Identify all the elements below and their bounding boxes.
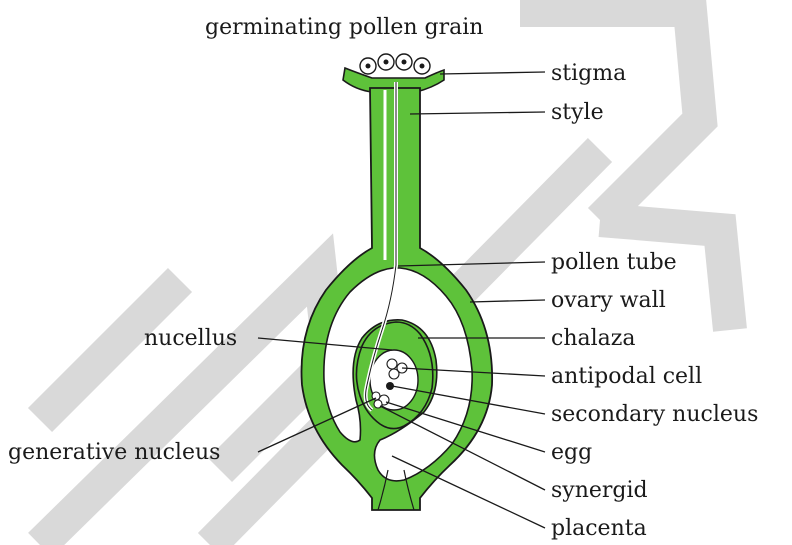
leader-stigma — [440, 72, 545, 74]
label-synergid: synergid — [551, 478, 648, 503]
leader-ovary-wall — [470, 300, 545, 302]
pollen-grain-nucleus — [402, 60, 407, 65]
label-pollen-tube: pollen tube — [551, 250, 677, 275]
pollen-grain-nucleus — [420, 64, 425, 69]
label-generative-nucleus: generative nucleus — [8, 440, 220, 465]
leader-style — [410, 112, 545, 114]
pistil-body — [302, 68, 493, 510]
label-germinating-pollen-grain: germinating pollen grain — [205, 15, 483, 40]
antipodal-cell — [387, 359, 397, 369]
label-chalaza: chalaza — [551, 326, 635, 351]
pollen-grain-nucleus — [384, 60, 389, 65]
label-antipodal-cell: antipodal cell — [551, 364, 702, 389]
antipodal-cell — [389, 369, 399, 379]
label-secondary-nucleus: secondary nucleus — [551, 402, 758, 427]
pollen-grain-nucleus — [366, 64, 371, 69]
label-egg: egg — [551, 440, 592, 465]
label-nucellus: nucellus — [144, 326, 237, 351]
label-placenta: placenta — [551, 516, 647, 541]
label-stigma: stigma — [551, 61, 626, 86]
label-ovary-wall: ovary wall — [551, 288, 666, 313]
pollen-grains — [360, 54, 430, 74]
label-style: style — [551, 100, 604, 125]
